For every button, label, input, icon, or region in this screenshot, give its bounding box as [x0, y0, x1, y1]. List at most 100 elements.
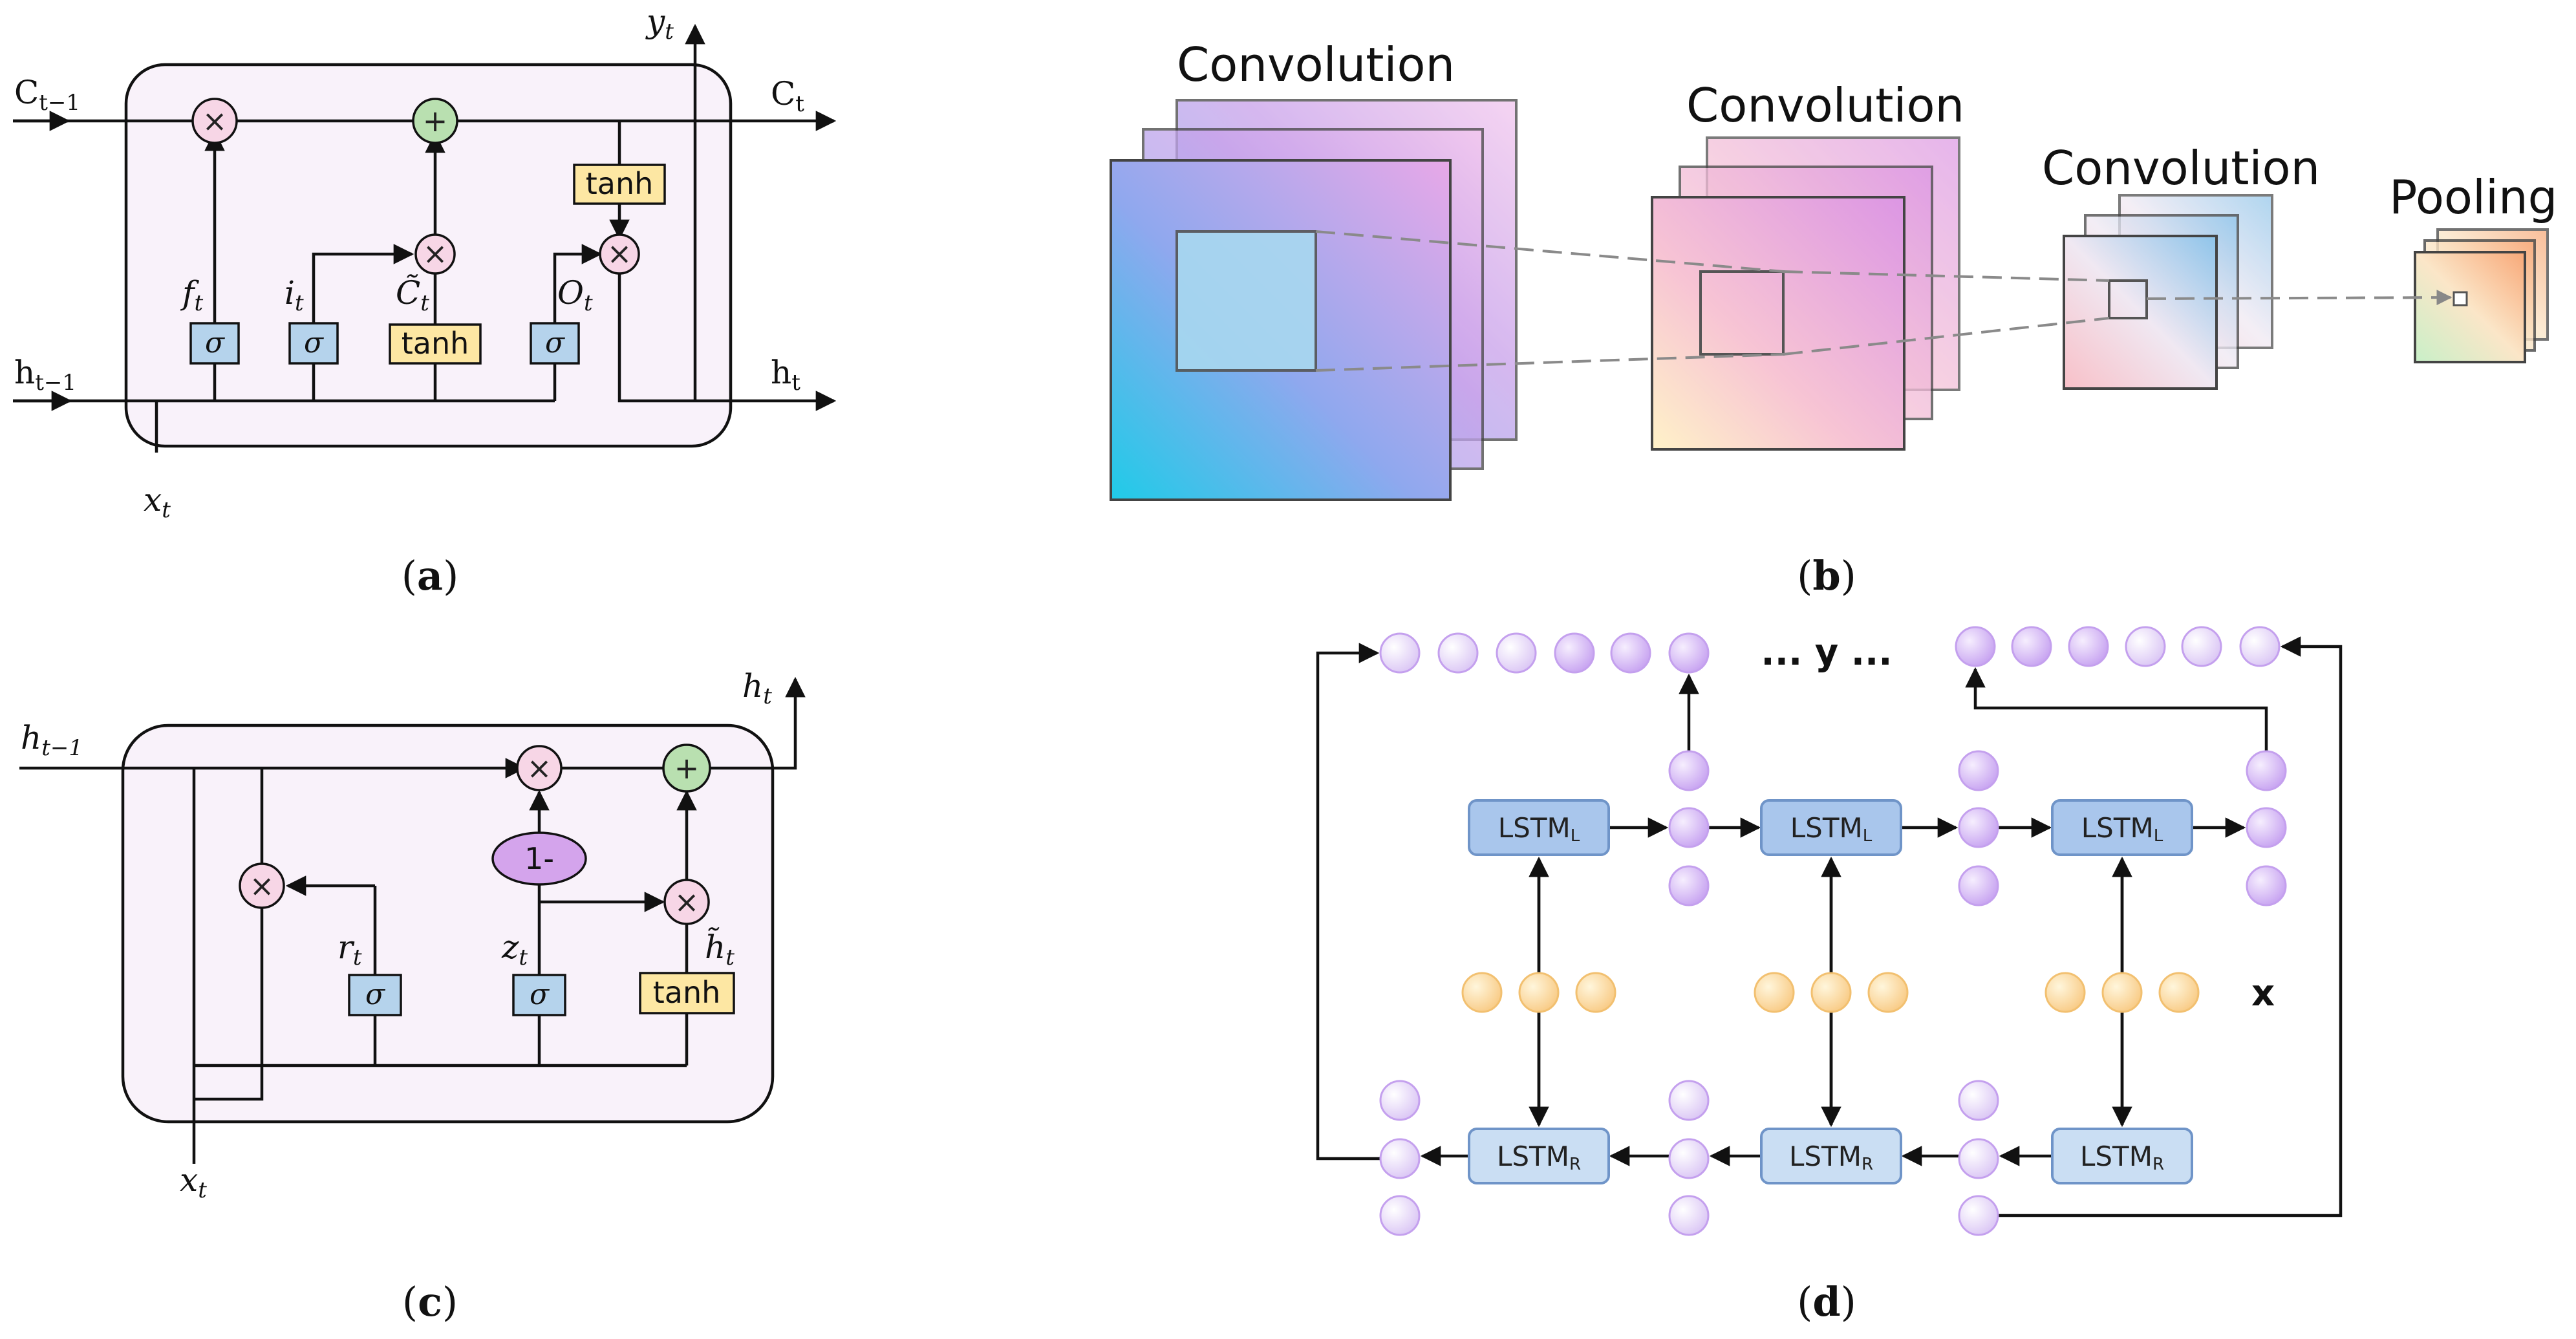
gru-cell-frame	[121, 723, 775, 1124]
c-next-label: Ct	[771, 75, 804, 117]
one-minus-label: 1-	[524, 841, 554, 876]
x-input-label: xt	[180, 1161, 207, 1203]
panel-b-cnn: Convolution Convolution Convolution Pool…	[1110, 37, 2557, 599]
output-node	[2181, 626, 2222, 667]
output-gate-label: Ot	[557, 274, 593, 316]
forward-hidden-node	[1668, 865, 1710, 906]
plus-symbol: +	[423, 103, 448, 138]
lstm-backward-unit	[1468, 1128, 1610, 1184]
sigma-label: σ	[365, 978, 386, 1011]
pool-layer-front	[2414, 251, 2526, 363]
lstm-backward-unit	[1760, 1128, 1902, 1184]
output-node	[2068, 626, 2109, 667]
times-symbol: ×	[423, 236, 448, 271]
forward-hidden-node	[2246, 750, 2287, 791]
panel-a-lstm-cell: × + × × σ σ tanh σ tanh Ct−1 Ct ht−1 ht …	[13, 3, 837, 599]
output-sequence-label: ... y ...	[1761, 632, 1892, 674]
output-node	[2125, 626, 2166, 667]
output-node	[1437, 632, 1479, 674]
feedback-right-arrow	[1979, 636, 2343, 1217]
output-node	[1496, 632, 1537, 674]
conv2-label: Convolution	[1686, 78, 1964, 133]
c-prev-label: Ct−1	[14, 74, 80, 116]
output-node	[2239, 626, 2281, 667]
forward-hidden-node	[2246, 865, 2287, 906]
projection-line	[1783, 317, 2110, 356]
backward-hidden-node	[1958, 1195, 1999, 1236]
projection-line	[1315, 353, 1784, 372]
forget-gate-label: ft	[180, 274, 204, 316]
input-sequence-label: x	[2251, 972, 2275, 1014]
lstm-backward-unit	[2051, 1128, 2193, 1184]
reset-mult-node	[239, 862, 285, 909]
caption-a: (a)	[402, 552, 459, 599]
sigma-label: σ	[530, 978, 550, 1011]
conv3-layer-front	[2063, 235, 2218, 390]
output-node	[1379, 632, 1421, 674]
backward-hidden-node	[1668, 1195, 1710, 1236]
sigma-label: σ	[205, 327, 226, 359]
candidate-mult-node	[663, 879, 710, 925]
conv3-receptive-window	[2108, 279, 2148, 319]
input-node	[1461, 972, 1503, 1013]
input-node	[2045, 972, 2086, 1013]
lstm-forward-unit	[2051, 799, 2193, 856]
lstm-backward-unit-label: LSTMR	[2080, 1141, 2164, 1174]
bilstm-nodes	[1379, 626, 2287, 1236]
forward-hidden-node	[2246, 807, 2287, 848]
conv1-label: Convolution	[1177, 37, 1455, 92]
forward-hidden-node	[1668, 750, 1710, 791]
hidden-output-line	[617, 270, 837, 411]
feedback-left-arrow	[1316, 643, 1400, 1161]
reset-sigma-box	[348, 974, 402, 1016]
forward-hidden-node	[1958, 750, 1999, 791]
lstm-backward-unit-label: LSTMR	[1789, 1141, 1873, 1174]
output-sigma-box	[530, 322, 580, 365]
input-mult-node	[414, 233, 456, 275]
times-symbol: ×	[674, 884, 700, 919]
pooling-label: Pooling	[2389, 170, 2557, 224]
caption-c: (c)	[402, 1278, 458, 1325]
forward-hidden-node	[1958, 807, 1999, 848]
backward-hidden-node	[1668, 1138, 1710, 1179]
hidden-output-line	[711, 676, 806, 770]
tanh-label: tanh	[653, 975, 721, 1010]
candidate-tanh-box	[639, 972, 735, 1014]
gru-add-node	[662, 744, 711, 793]
pool-cell	[2453, 291, 2468, 306]
candidate-tanh-box	[389, 323, 482, 365]
projection-arrow	[2146, 290, 2453, 306]
candidate-label: C̃t	[396, 273, 429, 316]
lstm-forward-unit-label: LSTML	[1790, 812, 1873, 846]
reset-gate-label: rt	[338, 928, 362, 970]
input-node	[2101, 972, 2143, 1013]
forward-hidden-node	[1958, 865, 1999, 906]
projection-line	[1315, 230, 1784, 273]
input-sigma-box	[288, 322, 339, 365]
backward-hidden-node	[1379, 1195, 1421, 1236]
times-symbol: ×	[607, 236, 632, 271]
update-sigma-box	[512, 974, 566, 1016]
conv2-layer-front	[1651, 196, 1905, 451]
tanh-label: tanh	[586, 166, 654, 201]
input-node	[1518, 972, 1560, 1013]
output-node	[1668, 632, 1710, 674]
sigma-label: σ	[304, 327, 325, 359]
backward-hidden-node	[1668, 1080, 1710, 1121]
conv2-receptive-window	[1699, 270, 1785, 356]
output-node	[1955, 626, 1996, 667]
hidden-mult-node	[516, 745, 563, 791]
tanh-label: tanh	[402, 326, 469, 361]
times-symbol: ×	[202, 103, 228, 138]
x-input-label: xt	[144, 481, 171, 523]
output-tanh-box	[573, 164, 666, 205]
forward-hidden-node	[1668, 807, 1710, 848]
caption-d: (d)	[1797, 1278, 1856, 1325]
h-prev-label: ht−1	[21, 719, 83, 761]
input-node	[1867, 972, 1909, 1013]
lstm-backward-unit-label: LSTMR	[1497, 1141, 1581, 1174]
backward-hidden-node	[1379, 1080, 1421, 1121]
plus-symbol: +	[674, 751, 700, 786]
